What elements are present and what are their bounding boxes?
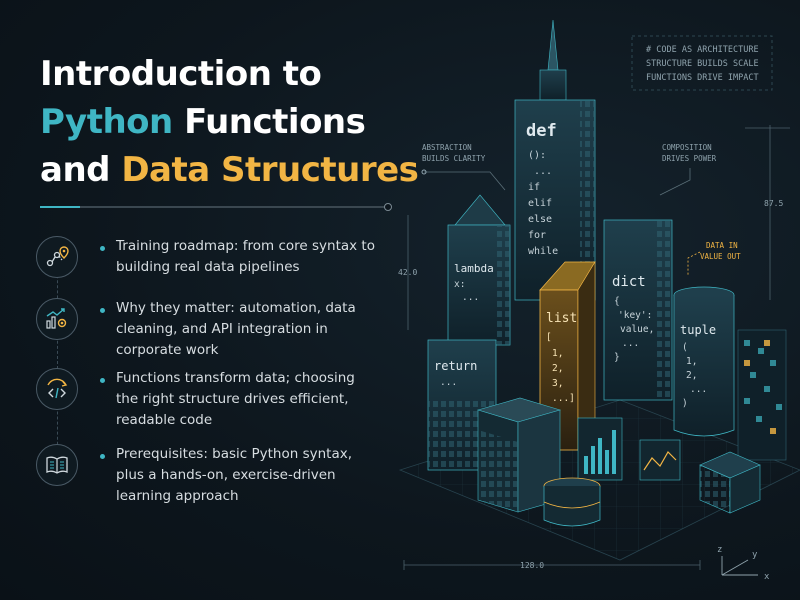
- dim-right-label: 87.5: [764, 199, 783, 208]
- pixel-tower-gold-cells: [744, 340, 776, 434]
- header-note-line-1: # CODE AS ARCHITECTURE: [646, 45, 759, 55]
- list-line-4: 3,: [552, 378, 563, 389]
- header-note-line-2: STRUCTURE BUILDS SCALE: [646, 59, 759, 69]
- tuple-keyword: tuple: [680, 323, 716, 337]
- bullet-text: Prerequisites: basic Python syntax, plus…: [116, 446, 353, 504]
- chart-block-bars: [584, 430, 616, 474]
- code-city-illustration: # CODE AS ARCHITECTURE STRUCTURE BUILDS …: [398, 19, 800, 582]
- dim-bottom-ticks: [403, 560, 701, 570]
- bullet-dot: [100, 246, 105, 251]
- def-line-1: ():: [528, 150, 546, 161]
- title-accent-python: Python: [40, 102, 173, 142]
- bullet-dot: [100, 454, 105, 459]
- dict-line-2: 'key':: [618, 310, 652, 321]
- cube-grid-right: [729, 464, 761, 514]
- tuple-tower: [673, 295, 735, 437]
- title-line-1: Introduction to: [40, 54, 322, 94]
- book-icon: [36, 444, 78, 486]
- list-line-2: 1,: [552, 348, 563, 359]
- bullet-item-functions-transform: Functions transform data; choosing the r…: [36, 368, 366, 428]
- def-line-7: while: [528, 246, 558, 257]
- title-line-3-rest: and: [40, 150, 122, 190]
- return-line-1: ...: [440, 377, 457, 388]
- abstraction-leader-line: [424, 171, 506, 191]
- lambda-tower-roof: [454, 194, 506, 226]
- def-line-2: ...: [534, 166, 552, 177]
- bullet-item-why-they-matter: Why they matter: automation, data cleani…: [36, 298, 366, 358]
- abstraction-leader-dot: [421, 169, 427, 175]
- list-line-3: 2,: [552, 363, 563, 374]
- axis-z-label: z: [717, 545, 722, 555]
- dim-left-label: 42.0: [398, 268, 417, 277]
- automation-chart-icon: [36, 298, 78, 340]
- database-cylinder: [543, 486, 601, 527]
- dict-line-5: }: [614, 352, 620, 363]
- tuple-line-5: ): [682, 398, 688, 409]
- lambda-tower-windows: [495, 225, 510, 345]
- tuple-line-2: 1,: [686, 356, 697, 367]
- axis-y-label: y: [752, 550, 758, 560]
- main-tower-spire: [547, 19, 559, 71]
- dict-keyword: dict: [612, 274, 646, 290]
- abstraction-note-line-2: BUILDS CLARITY: [422, 154, 486, 163]
- lambda-line-1: x:: [454, 279, 465, 290]
- lambda-line-2: ...: [462, 292, 479, 303]
- title-line-2-rest: Functions: [172, 102, 366, 142]
- line-chart-path: [643, 451, 677, 471]
- pixel-tower-cells: [744, 340, 782, 422]
- tuple-line-3: 2,: [686, 370, 697, 381]
- composition-note-line-2: DRIVES POWER: [662, 154, 717, 163]
- composition-leader-line: [659, 168, 691, 196]
- code-brackets-icon: [36, 368, 78, 410]
- axis-x-label: x: [764, 572, 770, 582]
- abstraction-note-line-1: ABSTRACTION: [422, 143, 472, 152]
- def-keyword: def: [526, 121, 557, 141]
- def-tower-windows: [580, 100, 595, 300]
- line-chart-panel: [639, 439, 681, 481]
- bullet-dot: [100, 308, 105, 313]
- data-note-line-2: VALUE OUT: [700, 252, 741, 261]
- def-line-4: elif: [528, 198, 552, 209]
- composition-note-line-1: COMPOSITION: [662, 143, 712, 152]
- title-divider: [40, 203, 392, 211]
- database-cylinder-band: [543, 501, 601, 509]
- bullet-timeline: [57, 255, 59, 470]
- roadmap-icon: [36, 236, 78, 278]
- page-title: Introduction to Python Functions and Dat…: [40, 50, 419, 194]
- dict-tower-windows: [655, 220, 672, 400]
- lambda-keyword: lambda: [454, 262, 494, 275]
- header-note-box: [631, 35, 773, 91]
- bullet-text: Functions transform data; choosing the r…: [116, 370, 355, 428]
- title-accent-data-structures: Data Structures: [121, 150, 419, 190]
- list-line-5: ...]: [552, 393, 575, 404]
- def-line-6: for: [528, 230, 546, 241]
- front-block-windows: [478, 430, 518, 512]
- bullet-dot: [100, 378, 105, 383]
- def-line-3: if: [528, 182, 540, 193]
- dim-bottom-label: 128.0: [520, 561, 544, 570]
- bullet-text: Training roadmap: from core syntax to bu…: [116, 238, 375, 275]
- dict-line-3: value,: [620, 324, 654, 335]
- data-note-line-1: DATA IN: [706, 241, 738, 250]
- tuple-line-4: ...: [690, 384, 707, 395]
- list-keyword: list: [546, 311, 577, 326]
- def-line-5: else: [528, 214, 552, 225]
- list-line-1: [: [546, 332, 552, 343]
- dict-line-1: {: [614, 296, 620, 307]
- header-note-line-3: FUNCTIONS DRIVE IMPACT: [646, 73, 759, 83]
- bullet-item-prerequisites: Prerequisites: basic Python syntax, plus…: [36, 444, 366, 504]
- axes-gizmo: [721, 556, 758, 576]
- return-keyword: return: [434, 359, 477, 373]
- bullet-text: Why they matter: automation, data cleani…: [116, 300, 356, 358]
- dict-line-4: ...: [622, 338, 639, 349]
- main-tower-top: [539, 69, 567, 101]
- data-leader-line: [687, 251, 701, 275]
- tuple-line-1: (: [682, 342, 688, 353]
- bullet-item-roadmap: Training roadmap: from core syntax to bu…: [36, 236, 375, 296]
